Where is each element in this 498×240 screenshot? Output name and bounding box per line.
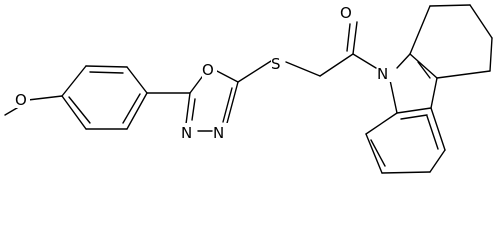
cyclohexene-ring <box>409 4 493 79</box>
svg-text:O: O <box>340 4 352 22</box>
oxadiazole-nitrogen-2-label: N <box>213 123 228 142</box>
svg-text:O: O <box>15 91 27 109</box>
benzo-ring <box>365 107 446 174</box>
methoxyphenyl-ring <box>27 65 148 130</box>
methoxy-oxygen-label: O <box>15 90 30 109</box>
oxadiazole-ring <box>185 69 239 132</box>
svg-text:O: O <box>202 61 214 79</box>
svg-text:N: N <box>213 124 224 142</box>
svg-text:N: N <box>181 124 192 142</box>
svg-text:N: N <box>377 65 388 83</box>
oxadiazole-nitrogen-1-label: N <box>181 123 196 142</box>
svg-text:S: S <box>271 55 281 73</box>
thioacetyl-chain <box>237 21 377 83</box>
carbonyl-oxygen-label: O <box>340 3 355 22</box>
carbazole-nitrogen-label: N <box>377 64 392 83</box>
sulfur-label: S <box>271 54 285 73</box>
molecule-structure: O O S O N N N <box>4 3 493 174</box>
carbazole-pyrrole-ring <box>389 53 438 114</box>
oxadiazole-oxygen-label: O <box>202 60 217 79</box>
